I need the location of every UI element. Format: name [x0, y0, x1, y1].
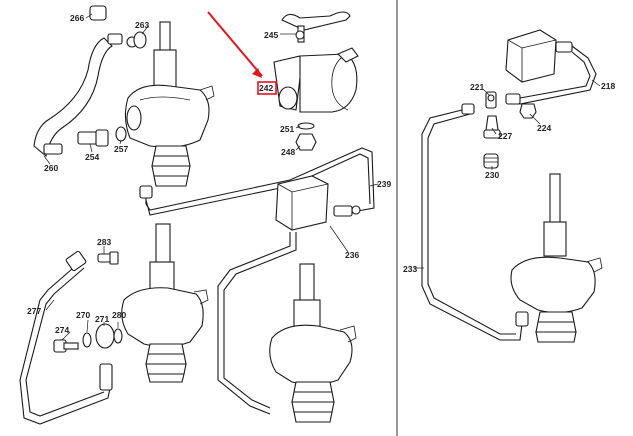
label-251: 251: [280, 124, 294, 134]
fitting-254: [77, 129, 109, 147]
label-224: 224: [537, 123, 551, 133]
label-242: 242: [259, 83, 273, 93]
brake-line-239: [139, 147, 375, 216]
label-277: 277: [27, 306, 41, 316]
callout-arrowhead: [252, 68, 262, 78]
brake-line-277: [19, 250, 113, 425]
label-248: 248: [281, 147, 295, 157]
strut-assembly-bottom-center: [269, 263, 357, 423]
label-227: 227: [498, 131, 512, 141]
washer-251: [297, 122, 315, 130]
hose-266: [33, 5, 138, 158]
part-labels: 266 263 245 242 251 248 254 257 260 239 …: [27, 13, 615, 335]
label-257: 257: [114, 144, 128, 154]
bleeder-227: [483, 115, 501, 139]
bolt-274: [53, 339, 79, 353]
label-263: 263: [135, 20, 149, 30]
label-266: 266: [70, 13, 84, 23]
label-283: 283: [97, 237, 111, 247]
label-271: 271: [95, 314, 109, 324]
leader-lines: [43, 13, 601, 341]
label-270: 270: [76, 310, 90, 320]
callout-box: [257, 81, 277, 95]
label-254: 254: [85, 152, 99, 162]
brake-line-233: [421, 103, 529, 341]
label-239: 239: [377, 179, 391, 189]
strut-assembly-bottom-left: [121, 223, 209, 383]
valve-block-218: [505, 29, 573, 83]
label-221: 221: [470, 82, 484, 92]
label-233: 233: [403, 264, 417, 274]
label-245: 245: [264, 30, 278, 40]
callout-242: [207, 11, 277, 95]
nut-248: [295, 133, 317, 151]
washer-280: [113, 328, 123, 344]
ring-263: [133, 31, 147, 49]
callout-arrow: [207, 11, 263, 77]
connector-221: [485, 91, 497, 109]
brake-line-lower: [217, 232, 297, 415]
label-230: 230: [485, 170, 499, 180]
label-274: 274: [55, 325, 69, 335]
ring-257: [115, 126, 127, 142]
label-260: 260: [44, 163, 58, 173]
fitting-283: [97, 251, 119, 265]
label-218: 218: [601, 81, 615, 91]
banjo-271: [95, 323, 115, 349]
washer-270: [82, 332, 92, 348]
strut-assembly-right: [510, 173, 603, 343]
label-280: 280: [112, 310, 126, 320]
cap-230: [483, 153, 499, 169]
strut-assembly-top-left: [124, 21, 215, 187]
fitting-224: [505, 93, 537, 119]
accumulator-242: [273, 11, 359, 113]
label-236: 236: [345, 250, 359, 260]
valve-block-236: [275, 175, 361, 231]
